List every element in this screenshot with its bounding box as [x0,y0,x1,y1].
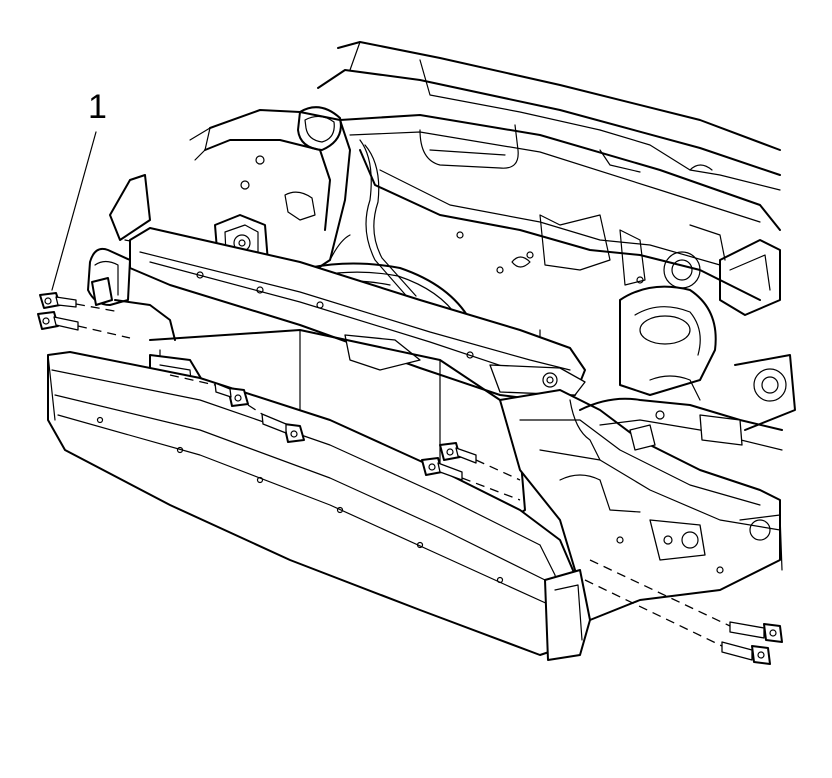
right-frame-rail [499,389,783,621]
installation-lines [75,303,731,647]
bolt-center-a [439,442,477,464]
firewall-dash-panel [339,114,781,301]
bolt-right-lower-a [729,621,783,643]
right-fender-apron [569,375,783,461]
bolt-left-upper [39,292,77,309]
bolt-center-left-a [214,382,249,407]
callout-1-label: 1 [88,88,107,126]
upper-radiator-support [129,227,586,401]
bumper-end-bracket [544,569,591,661]
bolt-center-b [421,457,463,481]
callout-1: 1 [51,88,107,291]
bolt-left-lower [37,311,79,331]
fasteners [37,292,783,665]
right-strut-tower [619,239,796,431]
cowl-panel [317,41,781,191]
bolt-right-lower-b [721,641,771,665]
bolt-center-left-b [261,413,305,443]
